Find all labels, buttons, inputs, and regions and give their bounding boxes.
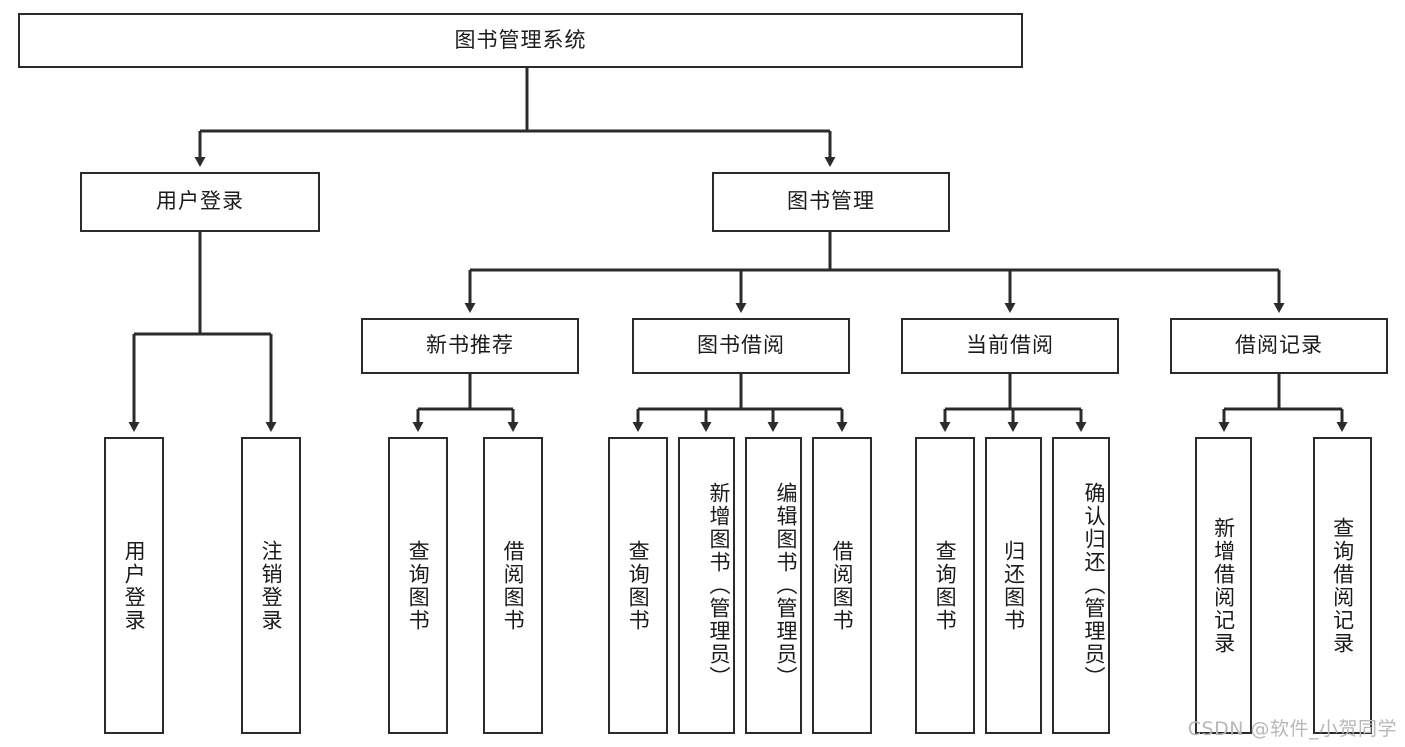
leaf-user-login[interactable]: 用户登录 (104, 437, 164, 734)
leaf-add-borrow-record-label: 新增借阅记录 (1211, 516, 1236, 655)
leaf-query-book-newbook[interactable]: 查询图书 (388, 437, 448, 734)
leaf-query-book-newbook-label: 查询图书 (406, 539, 431, 632)
leaf-borrow-book-newbook-label: 借阅图书 (501, 539, 526, 632)
leaf-confirm-return-admin-label: 确认归还（管理员） (1082, 482, 1106, 689)
leaf-lend-book[interactable]: 借阅图书 (812, 437, 872, 734)
leaf-lend-book-label: 借阅图书 (830, 539, 855, 632)
leaf-add-book-admin[interactable]: 新增图书（管理员） (678, 437, 735, 734)
node-root[interactable]: 图书管理系统 (18, 13, 1023, 68)
leaf-add-borrow-record[interactable]: 新增借阅记录 (1195, 437, 1252, 734)
leaf-query-book-current-label: 查询图书 (933, 539, 958, 632)
leaf-edit-book-admin-label: 编辑图书（管理员） (774, 482, 798, 689)
node-book-borrow-label: 图书借阅 (697, 333, 785, 358)
node-user-login[interactable]: 用户登录 (80, 172, 320, 232)
leaf-add-book-admin-label: 新增图书（管理员） (707, 482, 731, 689)
node-book-management-label: 图书管理 (787, 189, 875, 214)
leaf-logout-label: 注销登录 (259, 539, 284, 632)
leaf-query-book-borrow-label: 查询图书 (626, 539, 651, 632)
leaf-query-book-borrow[interactable]: 查询图书 (608, 437, 668, 734)
node-book-borrow[interactable]: 图书借阅 (632, 318, 850, 374)
leaf-query-borrow-record[interactable]: 查询借阅记录 (1313, 437, 1372, 734)
leaf-query-borrow-record-label: 查询借阅记录 (1330, 516, 1355, 655)
leaf-logout[interactable]: 注销登录 (241, 437, 301, 734)
leaf-borrow-book-newbook[interactable]: 借阅图书 (483, 437, 543, 734)
node-user-login-label: 用户登录 (156, 189, 244, 214)
node-book-management[interactable]: 图书管理 (712, 172, 950, 232)
leaf-return-book-label: 归还图书 (1001, 539, 1026, 632)
node-root-label: 图书管理系统 (454, 27, 587, 52)
leaf-user-login-label: 用户登录 (122, 539, 147, 632)
node-borrow-records[interactable]: 借阅记录 (1170, 318, 1388, 374)
leaf-return-book[interactable]: 归还图书 (985, 437, 1042, 734)
node-current-borrow[interactable]: 当前借阅 (901, 318, 1119, 374)
leaf-query-book-current[interactable]: 查询图书 (915, 437, 975, 734)
node-new-book-recommend[interactable]: 新书推荐 (361, 318, 579, 374)
node-current-borrow-label: 当前借阅 (966, 333, 1054, 358)
leaf-edit-book-admin[interactable]: 编辑图书（管理员） (745, 437, 802, 734)
node-new-book-recommend-label: 新书推荐 (426, 333, 514, 358)
node-borrow-records-label: 借阅记录 (1235, 333, 1323, 358)
leaf-confirm-return-admin[interactable]: 确认归还（管理员） (1052, 437, 1110, 734)
